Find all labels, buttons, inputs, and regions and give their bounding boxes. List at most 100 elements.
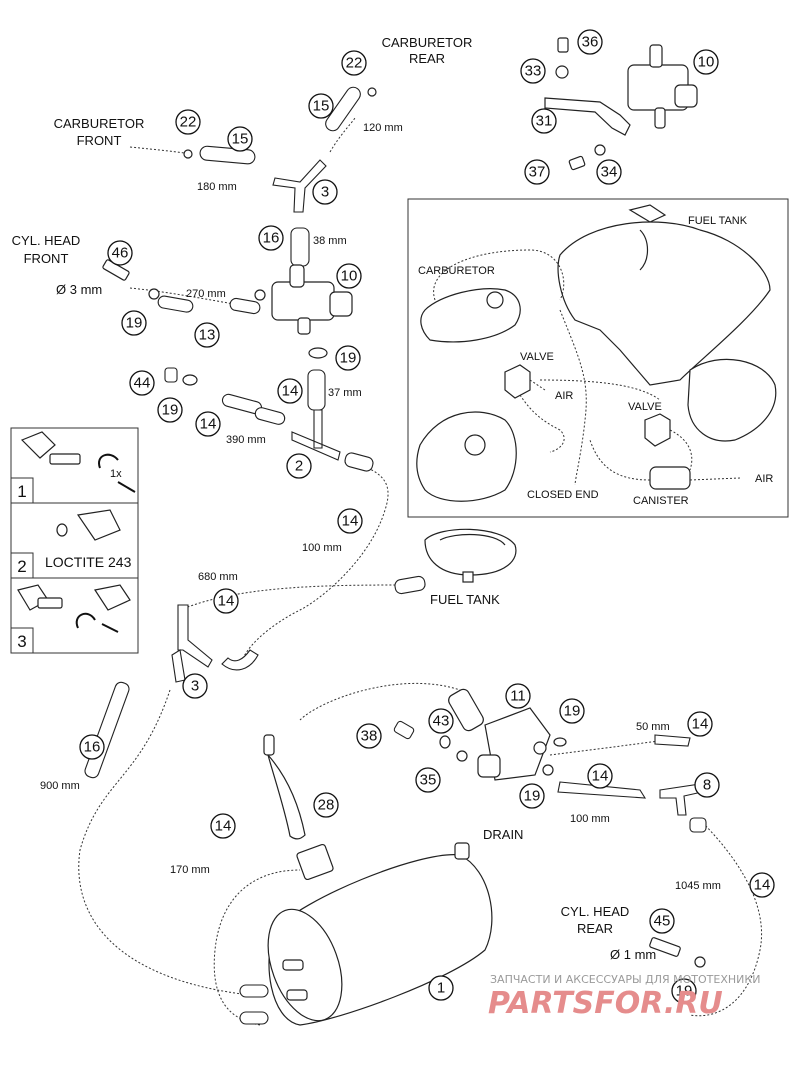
- len-170: 170 mm: [170, 864, 210, 876]
- svg-text:14: 14: [215, 818, 232, 835]
- label-cyl-rear-2: REAR: [577, 921, 613, 936]
- callout-31: 31: [531, 108, 557, 134]
- svg-text:10: 10: [698, 54, 715, 71]
- hose-15-rear: [325, 86, 361, 132]
- label-drain: DRAIN: [483, 827, 523, 842]
- watermark-line2: PARTSFOR.RU: [488, 986, 723, 1021]
- len-390: 390 mm: [226, 434, 266, 446]
- watermark: ЗАПЧАСТИ И АКСЕССУАРЫ ДЛЯ МОТОТЕХНИКИ PA…: [488, 973, 760, 1021]
- label-1x: 1x: [110, 468, 122, 480]
- svg-text:46: 46: [112, 245, 129, 262]
- callout-28: 28: [313, 792, 339, 818]
- callout-8: 8: [694, 772, 720, 798]
- t-fitting-3-top: [272, 159, 327, 213]
- callout-35: 35: [415, 767, 441, 793]
- svg-text:45: 45: [654, 913, 671, 930]
- label-cyl-front-1: CYL. HEAD: [12, 233, 81, 248]
- callout-19f: 19: [671, 978, 697, 1004]
- inset-closed-end: CLOSED END: [527, 489, 599, 501]
- callout-33: 33: [520, 58, 546, 84]
- svg-text:19: 19: [340, 350, 357, 367]
- step-1: 1: [17, 482, 26, 501]
- callout-15a: 15: [308, 93, 334, 119]
- label-dia-1mm: Ø 1 mm: [610, 947, 656, 962]
- svg-text:34: 34: [601, 164, 618, 181]
- svg-text:14: 14: [692, 716, 709, 733]
- svg-text:14: 14: [754, 877, 771, 894]
- label-dia-3mm: Ø 3 mm: [56, 282, 102, 297]
- svg-text:8: 8: [703, 777, 711, 794]
- steps-panel: [10, 427, 139, 654]
- callout-10b: 10: [336, 263, 362, 289]
- label-carb-front-2: FRONT: [77, 133, 122, 148]
- len-100a: 100 mm: [302, 542, 342, 554]
- svg-text:28: 28: [318, 797, 335, 814]
- callout-19d: 19: [559, 698, 585, 724]
- callout-38: 38: [356, 723, 382, 749]
- svg-text:19: 19: [564, 703, 581, 720]
- fuel-pump-1: [239, 842, 493, 1026]
- len-50: 50 mm: [636, 721, 670, 733]
- hose-16-short: [290, 227, 310, 267]
- svg-text:19: 19: [162, 402, 179, 419]
- evap-system-inset: [407, 198, 789, 518]
- callout-15b: 15: [227, 126, 253, 152]
- callout-19b: 19: [335, 345, 361, 371]
- svg-text:19: 19: [676, 983, 693, 1000]
- svg-text:15: 15: [313, 98, 330, 115]
- len-120: 120 mm: [363, 122, 403, 134]
- callout-34: 34: [596, 159, 622, 185]
- callout-43: 43: [428, 708, 454, 734]
- svg-text:33: 33: [525, 63, 542, 80]
- callout-14a: 14: [277, 378, 303, 404]
- callout-44: 44: [129, 370, 155, 396]
- callout-14e: 14: [687, 711, 713, 737]
- callout-19e: 19: [519, 783, 545, 809]
- step-3: 3: [17, 632, 26, 651]
- svg-text:2: 2: [295, 458, 303, 475]
- len-1045: 1045 mm: [675, 880, 721, 892]
- svg-text:13: 13: [199, 327, 216, 344]
- inset-canister: CANISTER: [633, 495, 689, 507]
- callout-1: 1: [428, 975, 454, 1001]
- inset-valve-1: VALVE: [520, 351, 554, 363]
- svg-text:1: 1: [437, 980, 445, 997]
- inset-air-2: AIR: [755, 473, 773, 485]
- callout-36: 36: [577, 29, 603, 55]
- connector-46-front: [102, 259, 160, 300]
- svg-text:22: 22: [180, 114, 197, 131]
- fuel-tank-cap: [424, 528, 517, 583]
- svg-text:37: 37: [529, 164, 546, 181]
- svg-text:14: 14: [200, 416, 217, 433]
- svg-text:14: 14: [282, 383, 299, 400]
- callout-16b: 16: [79, 734, 105, 760]
- label-cyl-front-2: FRONT: [24, 251, 69, 266]
- callout-16a: 16: [258, 225, 284, 251]
- len-900: 900 mm: [40, 780, 80, 792]
- callout-14g: 14: [210, 813, 236, 839]
- svg-text:19: 19: [524, 788, 541, 805]
- bracket-31: [544, 97, 631, 136]
- valve-10-top: [627, 44, 698, 129]
- inset-fuel-tank: FUEL TANK: [688, 215, 748, 227]
- svg-text:36: 36: [582, 34, 599, 51]
- inset-valve-2: VALVE: [628, 401, 662, 413]
- svg-text:10: 10: [341, 268, 358, 285]
- step-2: 2: [17, 557, 26, 576]
- callout-14c: 14: [337, 508, 363, 534]
- svg-text:43: 43: [433, 713, 450, 730]
- len-38: 38 mm: [313, 235, 347, 247]
- callout-19c: 19: [157, 397, 183, 423]
- callout-3a: 3: [312, 179, 338, 205]
- callout-46: 46: [107, 240, 133, 266]
- label-carb-rear-2: REAR: [409, 51, 445, 66]
- callout-45: 45: [649, 908, 675, 934]
- label-cyl-rear-1: CYL. HEAD: [561, 904, 630, 919]
- callout-19a: 19: [121, 310, 147, 336]
- text-labels: CARBURETOR REAR CARBURETOR FRONT CYL. HE…: [12, 35, 774, 962]
- valve-11: [448, 688, 554, 781]
- svg-text:14: 14: [342, 513, 359, 530]
- connector-45-rear: [649, 937, 706, 968]
